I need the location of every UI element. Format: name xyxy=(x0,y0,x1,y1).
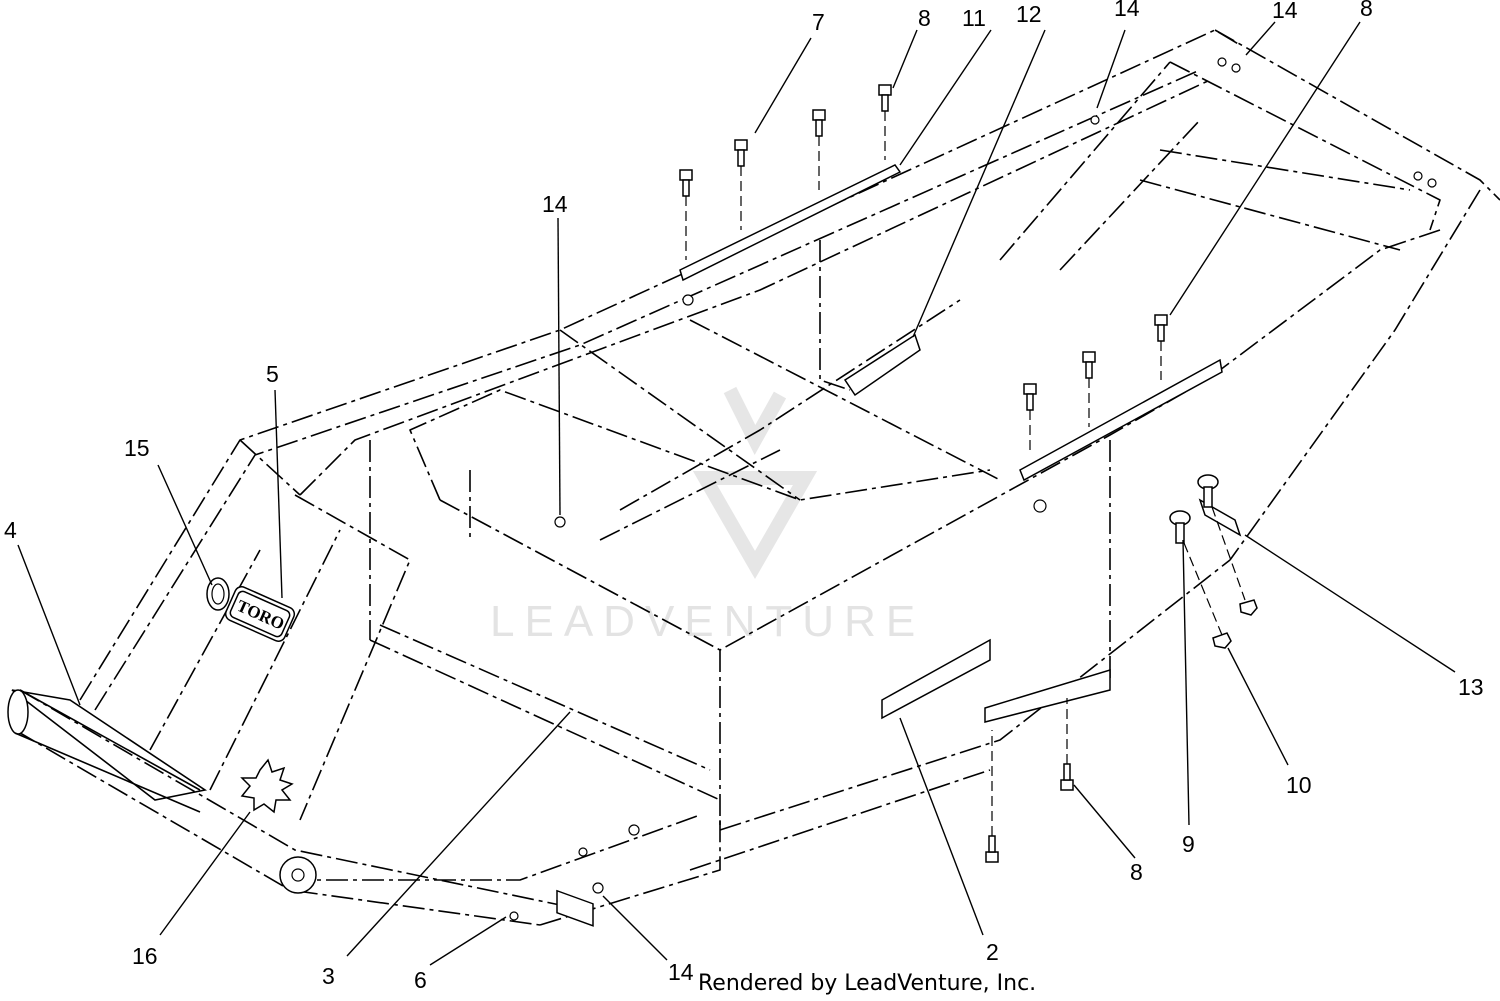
callout-4: 4 xyxy=(4,517,17,543)
callout-14: 14 xyxy=(668,959,694,985)
callout-5: 5 xyxy=(266,361,279,387)
callout-9: 9 xyxy=(1182,831,1195,857)
watermark: LEADVENTURE xyxy=(490,386,925,646)
callout-16: 16 xyxy=(132,943,158,969)
bolt-group xyxy=(679,84,1168,863)
callout-15: 15 xyxy=(124,435,150,461)
callout-7: 7 xyxy=(812,9,825,35)
callout-14: 14 xyxy=(1272,0,1298,23)
frame-holes xyxy=(509,57,1437,921)
front-roller-tube xyxy=(7,689,208,813)
toro-decal: TORO xyxy=(224,586,296,642)
bracket-13 xyxy=(1198,498,1242,537)
front-pivot-gear xyxy=(279,856,317,894)
nuts xyxy=(1212,599,1258,649)
callout-labels: 7 8 11 12 14 14 8 14 5 15 4 13 10 9 8 2 … xyxy=(4,0,1484,993)
callout-2: 2 xyxy=(986,939,999,965)
leader-lines xyxy=(17,21,1456,966)
callout-13: 13 xyxy=(1458,674,1484,700)
watermark-logo-icon xyxy=(692,386,818,580)
callout-6: 6 xyxy=(414,967,427,993)
lower-strip xyxy=(984,668,1111,723)
callout-3: 3 xyxy=(322,963,335,989)
callout-10: 10 xyxy=(1286,772,1312,798)
callout-8: 8 xyxy=(1360,0,1373,21)
bracket-12 xyxy=(843,333,921,397)
plug-part xyxy=(206,577,230,611)
side-decal xyxy=(881,638,991,720)
callout-11: 11 xyxy=(962,5,986,31)
callout-8: 8 xyxy=(918,5,931,31)
carriage-bolts xyxy=(1169,474,1246,636)
render-credit: Rendered by LeadVenture, Inc. xyxy=(698,971,1036,996)
callout-8: 8 xyxy=(1130,859,1143,885)
callout-14: 14 xyxy=(1114,0,1140,21)
caution-decal xyxy=(240,758,294,814)
callout-14: 14 xyxy=(542,191,568,217)
strap-11 xyxy=(679,164,902,282)
callout-12: 12 xyxy=(1016,1,1042,27)
watermark-text: LEADVENTURE xyxy=(490,597,925,646)
label-decal xyxy=(556,889,594,927)
mower-frame xyxy=(14,29,1500,926)
side-strip xyxy=(1019,358,1223,482)
